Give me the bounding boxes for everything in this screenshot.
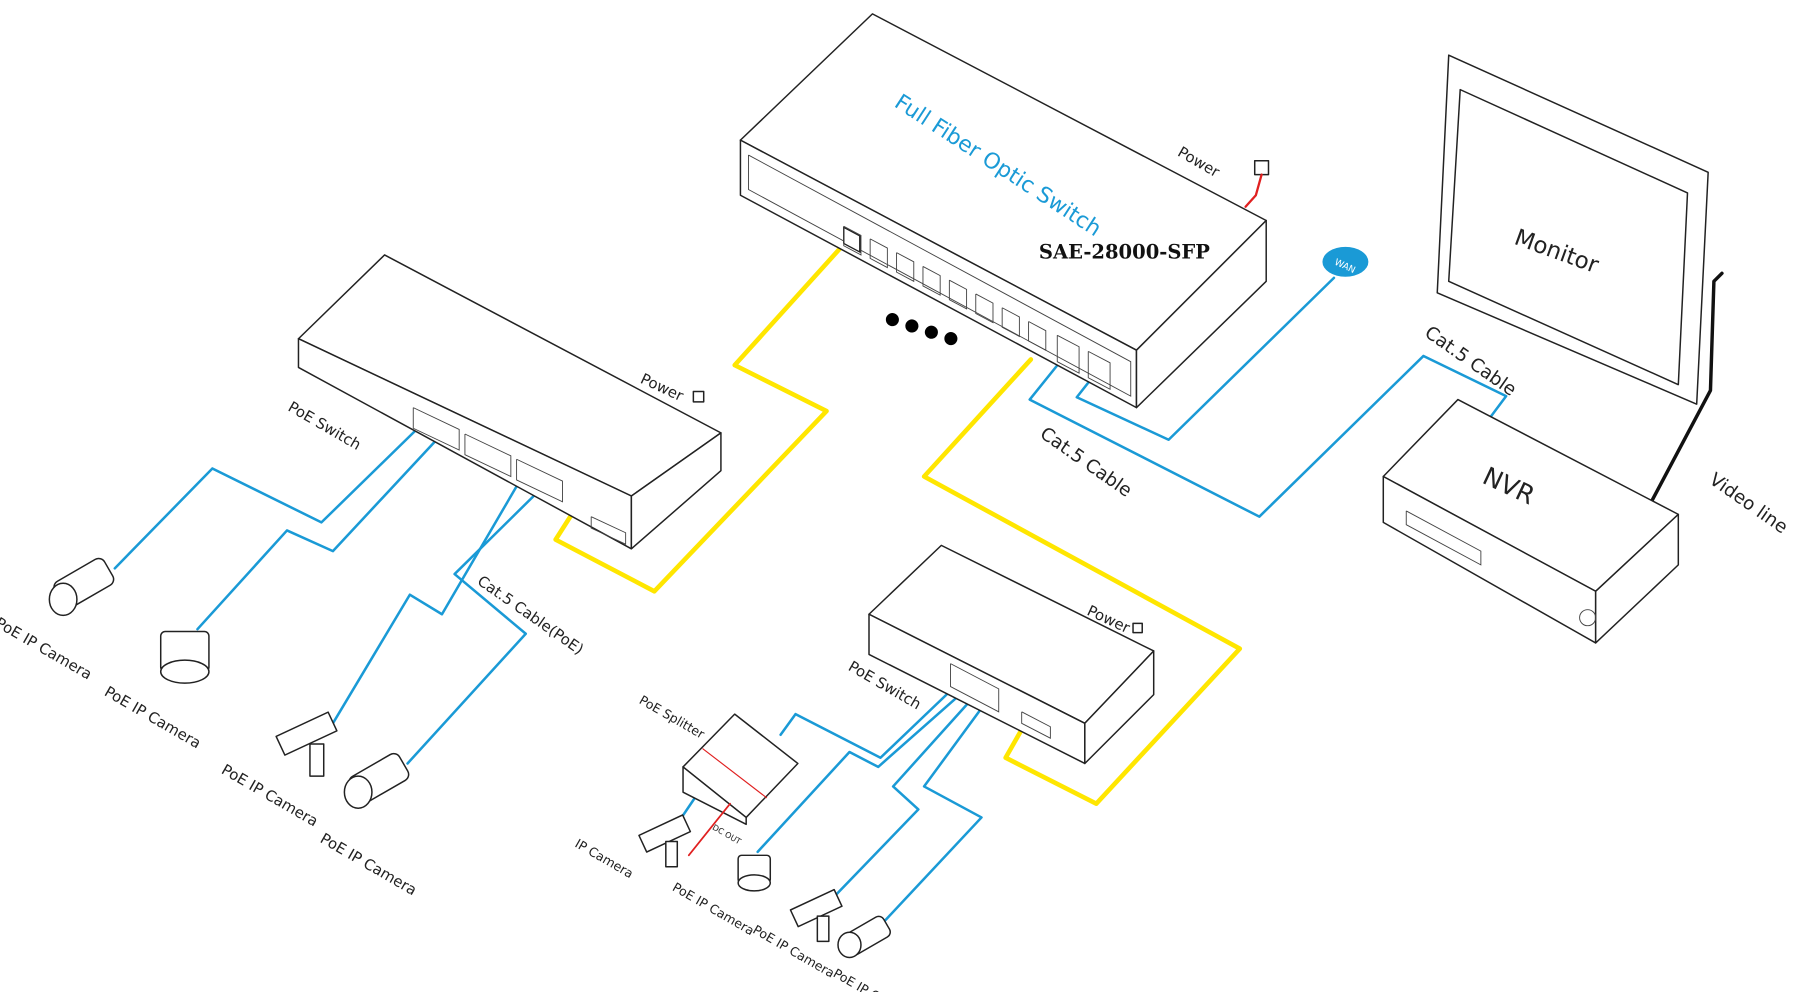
video-line-label: Video line bbox=[1705, 469, 1791, 538]
poe-cable-8 bbox=[880, 699, 989, 926]
more-switches-ellipsis: ● ● ● ● bbox=[882, 307, 961, 350]
splitter-label: PoE Splitter bbox=[637, 692, 708, 742]
fiber-cable-left-switch bbox=[553, 233, 855, 594]
cat5-cable-poe-label: Cat.5 Cable(PoE) bbox=[474, 572, 587, 659]
bullet-camera-icon bbox=[48, 557, 115, 617]
dome-camera-icon bbox=[159, 630, 210, 684]
fiber-optic-switch: Full Fiber Optic Switch SAE-28000-SFP Po… bbox=[739, 13, 1270, 409]
box-camera-icon bbox=[638, 814, 692, 868]
fiber-switch-model: SAE-28000-SFP bbox=[1039, 240, 1210, 263]
left-camera-labels: PoE IP Camera PoE IP Camera PoE IP Camer… bbox=[0, 614, 420, 900]
dc-out-cable bbox=[687, 802, 731, 857]
poe-cable-4 bbox=[406, 486, 544, 765]
bottom-cameras bbox=[638, 814, 891, 959]
fiber-cable-bottom-switch bbox=[921, 357, 1243, 806]
power-socket-icon bbox=[1132, 622, 1143, 634]
ethernet-cables bbox=[113, 276, 1508, 926]
camera-label: PoE IP Camera bbox=[317, 829, 420, 899]
poe-cable-1 bbox=[113, 425, 421, 570]
fiber-cables bbox=[553, 233, 1243, 806]
bullet-camera-icon bbox=[837, 915, 891, 959]
camera-label: PoE IP Camera bbox=[831, 965, 918, 992]
box-camera-icon bbox=[789, 888, 843, 943]
poe-switch-left: Power PoE Switch bbox=[285, 254, 722, 550]
video-line bbox=[1649, 271, 1724, 505]
cat5-cable-wan-label: Cat.5 Cable bbox=[1036, 423, 1135, 501]
poe-cable-2 bbox=[196, 432, 444, 631]
cat5-cable-nvr bbox=[1028, 351, 1508, 518]
poe-cable-7 bbox=[822, 693, 978, 909]
left-cameras bbox=[48, 557, 410, 809]
power-socket-icon bbox=[692, 390, 705, 403]
camera-label: PoE IP Camera bbox=[0, 614, 95, 684]
camera-label: PoE IP Camera bbox=[218, 761, 321, 831]
wan-cloud: WAN bbox=[1322, 246, 1369, 277]
camera-label: PoE IP Camera bbox=[101, 682, 204, 752]
monitor: Monitor bbox=[1436, 54, 1709, 405]
cloud-icon bbox=[1322, 246, 1369, 277]
poe-cable-6 bbox=[756, 687, 968, 854]
box-camera-icon bbox=[275, 711, 338, 777]
ip-camera-label: IP Camera bbox=[572, 836, 636, 881]
dc-out-label: DC OUT bbox=[711, 823, 743, 847]
power-cable bbox=[1244, 173, 1263, 208]
nvr: NVR bbox=[1382, 398, 1680, 644]
left-switch-label: PoE Switch bbox=[285, 398, 364, 454]
poe-cable-5 bbox=[779, 681, 960, 759]
power-socket-icon bbox=[1253, 160, 1270, 176]
bullet-camera-icon bbox=[343, 752, 410, 809]
dome-camera-icon bbox=[737, 854, 772, 892]
